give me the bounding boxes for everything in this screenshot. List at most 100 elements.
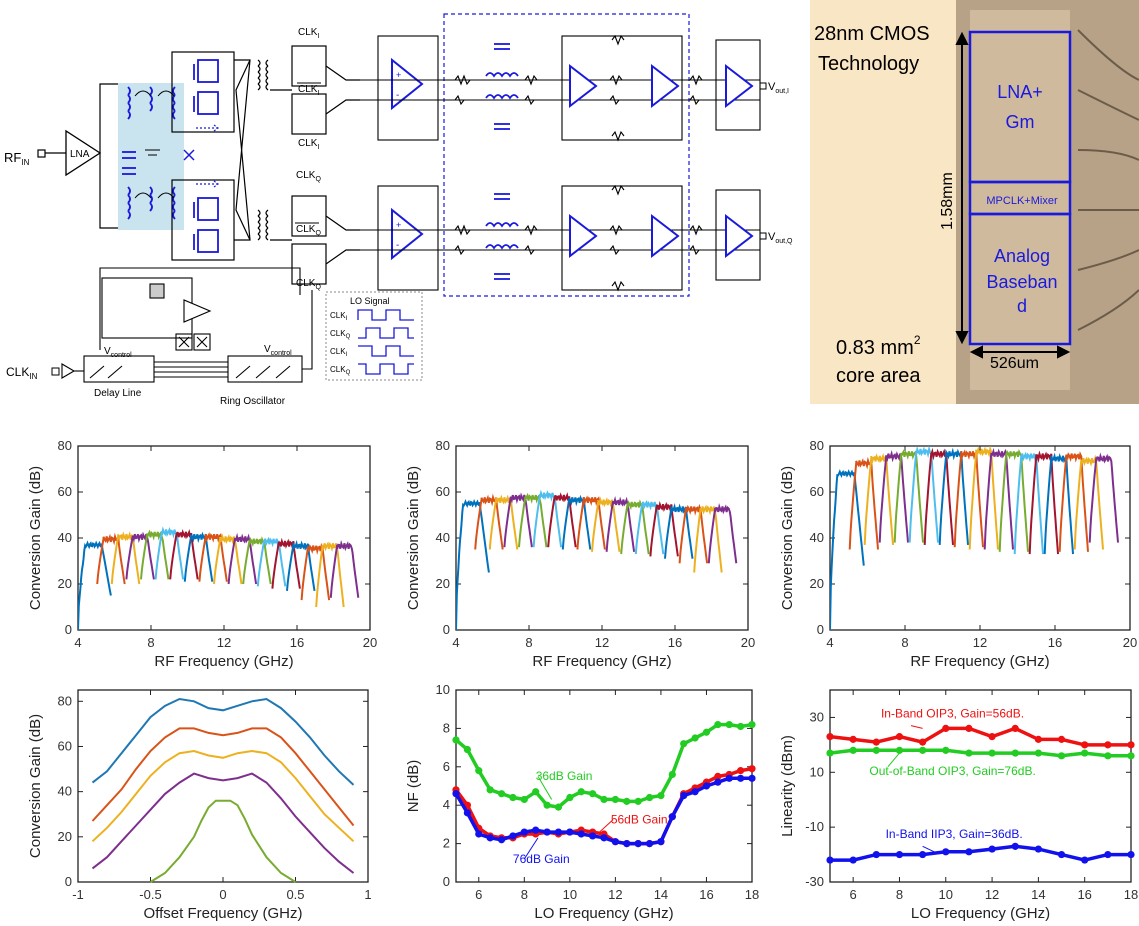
series-point — [691, 788, 699, 796]
series-point — [895, 733, 904, 741]
clk-i-label-top: CLKI — [298, 27, 319, 40]
y-tick-label: 80 — [58, 693, 72, 708]
x-tick-label: 4 — [826, 635, 833, 650]
series-point — [634, 840, 642, 848]
band-response-line — [649, 500, 679, 557]
series-point — [965, 848, 973, 856]
y-tick-label: -10 — [805, 819, 824, 834]
band-response-line — [848, 456, 879, 550]
series-point — [919, 746, 927, 754]
series-point — [872, 746, 880, 754]
series-point — [942, 746, 950, 754]
series-label: In-Band IIP3, Gain=36dB. — [886, 827, 1023, 841]
x-tick-label: 12 — [973, 635, 987, 650]
annotation-label: 56dB Gain — [611, 812, 668, 826]
series-label: Out-of-Band OIP3, Gain=76dB. — [869, 764, 1035, 778]
band-response-line — [998, 448, 1029, 552]
series-point — [657, 792, 665, 800]
band-response-line — [183, 531, 214, 582]
band-response-line — [1028, 450, 1059, 555]
series-point — [520, 828, 528, 836]
series-point — [680, 740, 688, 748]
x-tick-label: 8 — [525, 635, 532, 650]
series-point — [1127, 850, 1135, 859]
x-tick-label: 0 — [219, 887, 226, 902]
x-axis-label: RF Frequency (GHz) — [154, 653, 293, 670]
series-point — [452, 790, 460, 798]
series-point — [714, 720, 722, 729]
series-point — [826, 733, 834, 741]
series-point — [849, 746, 857, 754]
y-tick-label: 0 — [443, 622, 450, 637]
series-point — [668, 813, 676, 821]
series-point — [566, 828, 574, 836]
series-point — [942, 848, 950, 856]
y-tick-label: 6 — [443, 759, 450, 774]
plot-area — [77, 689, 369, 883]
series-point — [463, 745, 471, 754]
band-response-line — [1043, 452, 1074, 555]
series-point — [566, 793, 574, 802]
band-response-line — [923, 447, 954, 545]
band-response-line — [678, 503, 709, 564]
y-tick-label: 4 — [443, 797, 450, 812]
y-tick-label: 40 — [58, 530, 72, 545]
y-tick-label: 30 — [810, 709, 824, 724]
series-point — [577, 788, 585, 796]
series-point — [668, 770, 676, 779]
series-line — [91, 697, 355, 786]
series-point — [520, 795, 528, 804]
svg-text:+: + — [396, 220, 401, 230]
filter-chain-q — [360, 184, 761, 292]
svg-text:CLKQ: CLKQ — [330, 365, 351, 376]
series-point — [988, 749, 996, 757]
x-tick-label: 20 — [741, 635, 755, 650]
clk-q-label-bottom: CLKQ — [296, 278, 321, 291]
clock-generation — [61, 267, 313, 383]
ring-osc-label: Ring Oscillator — [220, 396, 286, 407]
x-tick-label: 4 — [74, 635, 81, 650]
series-point — [623, 840, 631, 848]
series-point — [965, 749, 973, 757]
series-point — [589, 832, 597, 840]
die-photo-panel: LNA+ Gm MPCLK+Mixer Analog Baseban d 28n… — [810, 0, 1139, 404]
block-lna-label: LNA+ — [997, 82, 1043, 102]
series-point — [702, 728, 711, 736]
series-point — [645, 840, 654, 848]
series-point — [988, 845, 996, 853]
annotation-arrow — [922, 845, 935, 853]
y-tick-label: 20 — [58, 829, 72, 844]
filter-chain-i — [360, 34, 761, 142]
band-response-line — [154, 526, 185, 580]
series-line — [829, 748, 1131, 758]
x-tick-label: 16 — [1048, 635, 1062, 650]
clk-q-bar-label: CLKQ — [296, 224, 321, 237]
x-tick-label: 12 — [217, 635, 231, 650]
tia-i: +- — [377, 35, 439, 141]
series-point — [942, 724, 950, 732]
x-tick-label: 6 — [475, 887, 482, 902]
series-point — [475, 767, 483, 775]
band-response-line — [968, 446, 999, 550]
series-point — [634, 797, 642, 805]
series-point — [623, 797, 631, 805]
y-axis-label: NF (dB) — [405, 760, 422, 813]
series-point — [1011, 749, 1019, 757]
band-response-line — [893, 449, 924, 543]
svg-text:-: - — [396, 90, 399, 101]
series-line — [91, 727, 355, 827]
band-response-line — [271, 537, 301, 589]
series-point — [965, 724, 973, 732]
y-tick-label: 20 — [58, 576, 72, 591]
annotation-arrow — [910, 725, 923, 729]
band-response-line — [591, 496, 621, 552]
block-mixer-label: MPCLK+Mixer — [986, 195, 1058, 207]
band-response-line — [227, 532, 258, 585]
band-response-line — [576, 495, 606, 550]
series-point — [702, 782, 711, 790]
x-axis-label: RF Frequency (GHz) — [532, 653, 671, 670]
series-point — [748, 765, 756, 773]
